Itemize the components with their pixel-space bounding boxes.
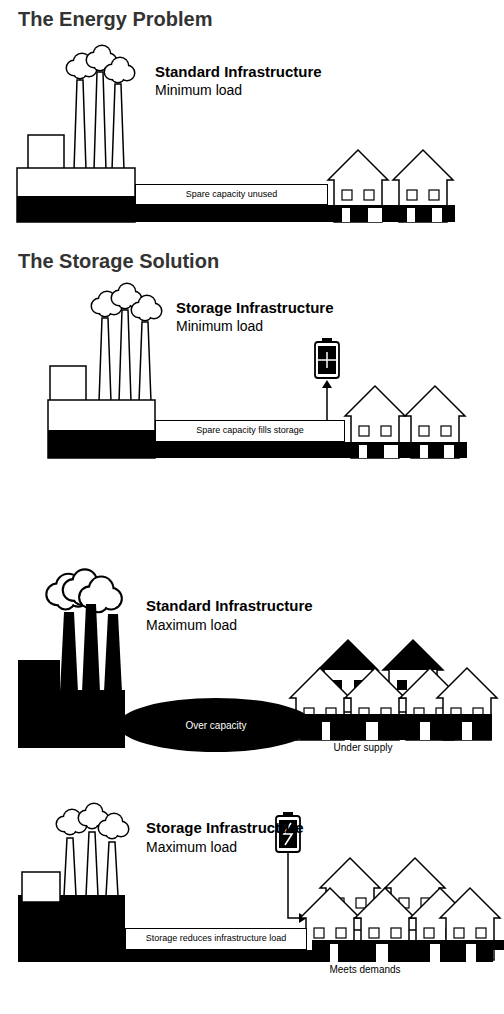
factory: [17, 46, 135, 222]
load-label: Minimum load: [155, 82, 355, 98]
power-line-band: Spare capacity unused: [135, 184, 328, 205]
factory: [18, 804, 128, 962]
battery: [315, 338, 339, 420]
bulge-ellipse: [118, 698, 314, 752]
panel-heading: Standard Infrastructure: [146, 597, 386, 614]
load-label: Maximum load: [146, 617, 346, 633]
load-label: Minimum load: [176, 318, 376, 334]
band-text: Storage reduces infrastructure load: [142, 934, 291, 944]
panel-heading: Standard Infrastructure: [155, 63, 395, 80]
power-line-band: Storage reduces infrastructure load: [125, 928, 307, 950]
capacity-bulge: Over capacity: [118, 698, 314, 752]
supply-note: Meets demands: [315, 964, 415, 976]
band-text: Spare capacity fills storage: [192, 426, 308, 436]
section-heading: The Storage Solution: [18, 250, 318, 273]
panel-heading: Storage Infrastructure: [146, 819, 386, 836]
power-line-band: Spare capacity fills storage: [155, 420, 345, 442]
supply-note: Under supply: [313, 742, 413, 754]
band-text: Over capacity: [181, 720, 250, 731]
band-text: Spare capacity unused: [182, 190, 282, 200]
factory: [18, 570, 125, 748]
panel-heading: Storage Infrastructure: [176, 299, 416, 316]
load-label: Maximum load: [146, 839, 346, 855]
factory: [48, 284, 161, 458]
page-title: The Energy Problem: [18, 8, 318, 31]
